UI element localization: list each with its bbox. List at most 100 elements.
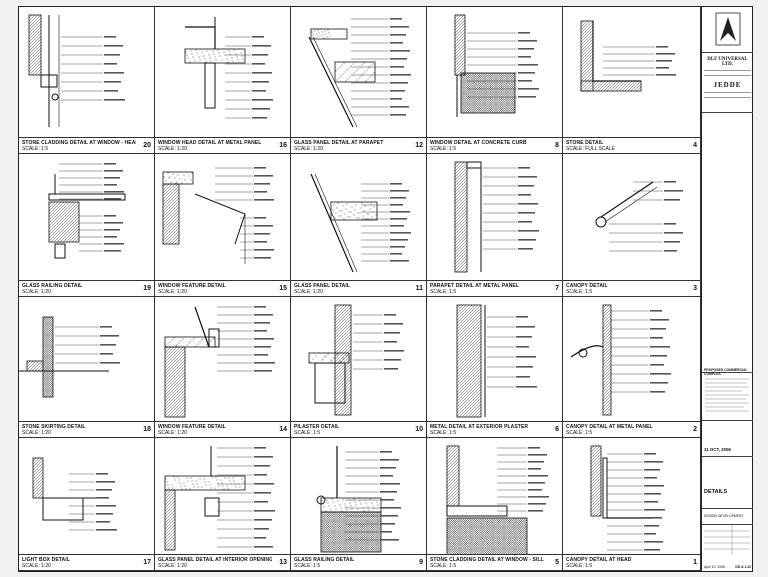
detail-number: 7	[555, 285, 559, 292]
detail-drawing	[595, 181, 683, 252]
detail-scale: SCALE: 1:20	[158, 430, 187, 436]
caption-divider	[19, 421, 154, 422]
detail-scale: SCALE: 1:5	[566, 289, 593, 295]
detail-number: 8	[555, 142, 559, 149]
caption-divider	[155, 421, 290, 422]
drawing-title: DETAILS	[704, 489, 728, 495]
detail-number: 16	[279, 142, 287, 149]
caption-divider	[19, 280, 154, 281]
detail-number: 2	[693, 426, 697, 433]
caption-divider	[563, 421, 700, 422]
detail-drawing	[580, 20, 676, 92]
date-block: 11 OCT, 2006	[702, 421, 753, 457]
north-arrow-icon	[715, 12, 741, 46]
detail-drawing	[164, 306, 275, 418]
detail-scale: SCALE: 1:5	[294, 430, 321, 436]
detail-number: 13	[279, 559, 287, 566]
detail-number: 1	[693, 559, 697, 566]
stage-block: DESIGN DEVELOPMENT	[702, 509, 753, 525]
detail-drawing	[28, 14, 125, 127]
detail-drawing	[164, 446, 275, 551]
detail-scale: SCALE: 1:5	[430, 289, 457, 295]
detail-drawing	[446, 445, 549, 555]
detail-cell: STONE CLADDING DETAIL AT WINDOW - HEAD/J…	[19, 7, 155, 154]
detail-scale: SCALE: 1:20	[294, 289, 323, 295]
detail-number: 18	[143, 426, 151, 433]
caption-divider	[563, 280, 700, 281]
issue-date: April 10, 2006	[704, 565, 725, 569]
detail-number: 19	[143, 285, 151, 292]
detail-number: 15	[279, 285, 287, 292]
detail-drawing	[570, 304, 671, 416]
detail-title: WINDOW HEAD DETAIL AT METAL PANEL	[158, 140, 262, 146]
caption-divider	[427, 137, 562, 138]
project-name: PROPOSED COMMERCIAL COMPLEX	[704, 368, 748, 376]
detail-drawing	[454, 14, 539, 117]
caption-divider	[291, 280, 426, 281]
consultant-logo: JEDDE	[713, 81, 742, 89]
detail-scale: SCALE: 1:20	[22, 430, 51, 436]
caption-divider	[427, 421, 562, 422]
detail-title: CANOPY DETAIL	[566, 283, 608, 289]
caption-divider	[427, 280, 562, 281]
detail-drawing	[162, 167, 274, 264]
detail-title: STONE SKIRTING DETAIL	[22, 424, 86, 430]
title-block: DLF UNIVERSAL LTD. JEDDE PROPOSED COMMER…	[701, 7, 753, 571]
detail-scale: SCALE: 1:20	[158, 289, 187, 295]
detail-title: STONE CLADDING DETAIL AT WINDOW - HEAD/J…	[22, 140, 136, 146]
detail-drawing	[48, 163, 126, 259]
caption-divider	[155, 137, 290, 138]
company-block: DLF UNIVERSAL LTD. JEDDE	[702, 53, 753, 113]
detail-grid: STONE CLADDING DETAIL AT WINDOW - HEAD/J…	[19, 7, 701, 571]
detail-number: 11	[415, 285, 423, 292]
detail-drawing	[19, 316, 120, 398]
detail-number: 3	[693, 285, 697, 292]
caption-divider	[19, 554, 154, 555]
detail-scale: SCALE: 1:5	[294, 563, 321, 569]
caption-divider	[563, 554, 700, 555]
detail-drawing	[32, 457, 117, 531]
caption-divider	[291, 421, 426, 422]
notes-lines	[702, 373, 753, 421]
detail-number: 20	[143, 142, 151, 149]
detail-scale: SCALE: FULL SCALE	[566, 146, 616, 152]
drawing-title-block: DETAILS	[702, 457, 753, 509]
detail-scale: SCALE: 1:20	[158, 146, 187, 152]
detail-scale: SCALE: 1:5	[430, 430, 457, 436]
detail-title: LIGHT BOX DETAIL	[22, 557, 70, 563]
detail-number: 12	[415, 142, 423, 149]
detail-scale: SCALE: 1:5	[22, 146, 49, 152]
detail-number: 6	[555, 426, 559, 433]
detail-drawing	[454, 161, 539, 273]
detail-title: WINDOW DETAIL AT CONCRETE CURB	[430, 140, 527, 146]
company-name: DLF UNIVERSAL LTD.	[707, 57, 748, 67]
detail-number: 17	[143, 559, 151, 566]
detail-drawing	[590, 445, 665, 551]
detail-scale: SCALE: 1:5	[430, 563, 457, 569]
drawing-number-block: April 10, 2006 DD A 1.42	[702, 525, 753, 571]
sheet-date: 11 OCT, 2006	[704, 447, 731, 452]
caption-divider	[291, 137, 426, 138]
detail-drawing	[316, 446, 401, 553]
